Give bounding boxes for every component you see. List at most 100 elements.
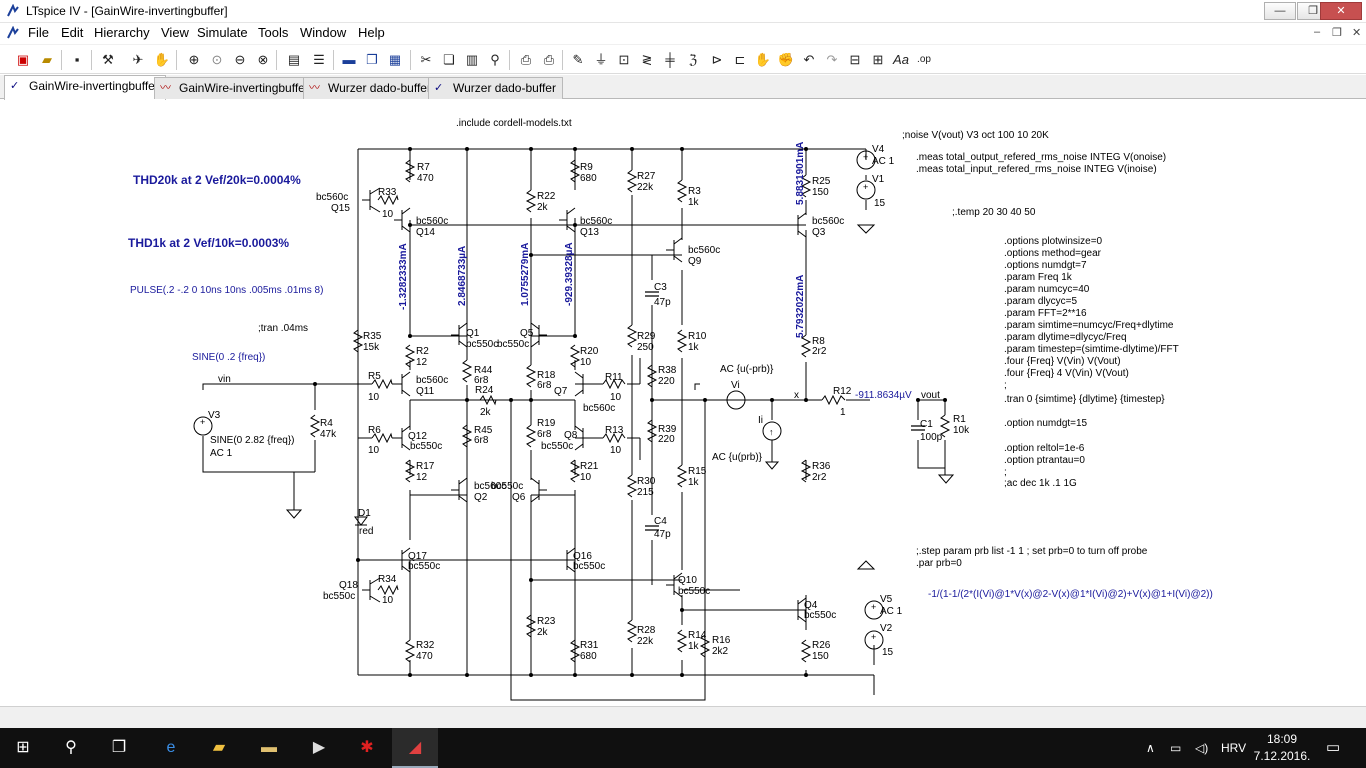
- transistor-name[interactable]: Q6: [512, 492, 526, 503]
- transistor-name[interactable]: Q17: [408, 551, 427, 562]
- resistor-name[interactable]: R36: [812, 461, 831, 472]
- mdi-minimize-button[interactable]: –: [1314, 26, 1321, 38]
- v5-ac[interactable]: AC 1: [880, 606, 903, 617]
- meas-output-noise[interactable]: .meas total_output_refered_rms_noise INT…: [916, 152, 1166, 163]
- resistor-name[interactable]: R9: [580, 162, 593, 173]
- resistor-value[interactable]: 250: [637, 342, 654, 353]
- resistor-value[interactable]: 1k: [688, 342, 700, 353]
- pencil-icon[interactable]: ✎: [572, 52, 584, 67]
- volume-icon[interactable]: ◁): [1195, 741, 1209, 755]
- resistor-value[interactable]: 1k: [688, 477, 700, 488]
- resistor-name[interactable]: R14: [688, 630, 707, 641]
- resistor-name[interactable]: R24: [475, 385, 494, 396]
- menu-help[interactable]: Help: [358, 25, 385, 40]
- redo-icon[interactable]: ↷: [826, 52, 838, 67]
- find-icon[interactable]: ⚲: [490, 52, 500, 67]
- document-icon[interactable]: [6, 26, 20, 40]
- transistor-model[interactable]: bc560c: [416, 216, 448, 227]
- resistor-value[interactable]: 220: [658, 434, 675, 445]
- resistor-value[interactable]: 1k: [688, 641, 700, 652]
- capacitor-name[interactable]: C1: [920, 419, 933, 430]
- text-icon[interactable]: Aa: [893, 52, 909, 67]
- transistor-model[interactable]: bc550c: [573, 561, 605, 572]
- resistor-value[interactable]: 10: [580, 472, 592, 483]
- file-explorer-icon[interactable]: ▰: [212, 739, 226, 756]
- temp-directive[interactable]: ;.temp 20 30 40 50: [952, 207, 1036, 218]
- schematic-canvas[interactable]: +++ ++− ↑ .include cordell-models.txt: [0, 100, 1366, 706]
- transistor-model[interactable]: bc550c: [410, 441, 442, 452]
- resistor-value[interactable]: 22k: [637, 636, 654, 647]
- capacitor-value[interactable]: 47p: [654, 529, 671, 540]
- resistor-name[interactable]: R7: [417, 162, 430, 173]
- resistor-name[interactable]: R6: [368, 425, 381, 436]
- control-panel-icon[interactable]: ⚒: [102, 52, 114, 67]
- new-schematic-icon[interactable]: ▣: [16, 52, 30, 67]
- transistor-name[interactable]: Q5: [520, 328, 534, 339]
- resistor-value[interactable]: 2r2: [812, 472, 827, 483]
- transistor-name[interactable]: Q16: [573, 551, 592, 562]
- v3-ac[interactable]: AC 1: [210, 448, 233, 459]
- resistor-name[interactable]: R5: [368, 371, 381, 382]
- resistor-name[interactable]: R30: [637, 476, 656, 487]
- resistor-name[interactable]: R15: [688, 466, 707, 477]
- resistor-name[interactable]: R45: [474, 425, 493, 436]
- include-directive[interactable]: .include cordell-models.txt: [456, 118, 572, 129]
- meas-input-noise[interactable]: .meas total_input_refered_rms_noise INTE…: [916, 164, 1157, 175]
- transistor-name[interactable]: Q11: [416, 386, 435, 397]
- resistor-value[interactable]: 47k: [320, 429, 337, 440]
- v3-name[interactable]: V3: [208, 410, 221, 421]
- zoom-pan-icon[interactable]: ⊙: [211, 52, 223, 67]
- move-icon[interactable]: ✋: [754, 52, 772, 67]
- menu-edit[interactable]: Edit: [61, 25, 84, 40]
- transistor-name[interactable]: Q18: [339, 580, 358, 591]
- v2-name[interactable]: V2: [880, 623, 893, 634]
- clock[interactable]: 18:09 7.12.2016.: [1252, 731, 1312, 765]
- label-icon[interactable]: ⊡: [618, 52, 630, 67]
- resistor-value[interactable]: 150: [812, 187, 829, 198]
- vin-net-label[interactable]: vin: [218, 374, 231, 385]
- resistor-value[interactable]: 2k2: [712, 646, 729, 657]
- resistor-value[interactable]: 10: [610, 392, 622, 403]
- resistor-value[interactable]: 470: [417, 173, 434, 184]
- transistor-model[interactable]: bc550c: [497, 339, 529, 350]
- menu-window[interactable]: Window: [300, 25, 347, 40]
- save-icon[interactable]: ▪: [74, 52, 80, 67]
- resistor-value[interactable]: 220: [658, 376, 675, 387]
- cascade-icon[interactable]: ❐: [366, 52, 378, 67]
- resistor-icon[interactable]: ≷: [641, 52, 653, 67]
- search-icon[interactable]: ⚲: [65, 739, 77, 756]
- resistor-value[interactable]: 6r8: [537, 429, 552, 440]
- schematic-drawing[interactable]: +++ ++− ↑ .include cordell-models.txt: [0, 100, 1366, 706]
- app-red-icon[interactable]: ✱: [360, 739, 374, 756]
- resistor-value[interactable]: 12: [416, 357, 428, 368]
- transistor-model[interactable]: bc550c: [804, 610, 836, 621]
- resistor-value[interactable]: 10: [368, 445, 380, 456]
- resistor-name[interactable]: R22: [537, 191, 556, 202]
- thd20k-comment[interactable]: THD20k at 2 Vef/20k=0.0004%: [133, 173, 301, 187]
- menu-view[interactable]: View: [161, 25, 189, 40]
- minimize-button[interactable]: —: [1264, 2, 1296, 20]
- resistor-name[interactable]: R31: [580, 640, 599, 651]
- resistor-name[interactable]: R39: [658, 424, 677, 435]
- transistor-name[interactable]: Q10: [678, 575, 697, 586]
- transistor-name[interactable]: Q9: [688, 256, 702, 267]
- thd1k-comment[interactable]: THD1k at 2 Vef/10k=0.0003%: [128, 236, 289, 250]
- folder-icon[interactable]: ▬: [261, 739, 277, 756]
- resistor-name[interactable]: R34: [378, 574, 397, 585]
- tab-schematic-gainwire[interactable]: ✓ GainWire-invertingbuffer: [4, 75, 166, 100]
- task-view-icon[interactable]: ❐: [111, 739, 127, 756]
- transistor-model[interactable]: bc560c: [583, 403, 615, 414]
- tab-schematic-wurzer[interactable]: ✓ Wurzer dado-buffer: [428, 77, 563, 99]
- transistor-model[interactable]: bc550c: [466, 339, 498, 350]
- resistor-name[interactable]: R3: [688, 186, 701, 197]
- resistor-value[interactable]: 680: [580, 651, 597, 662]
- resistor-value[interactable]: 15k: [363, 342, 380, 353]
- options-directive[interactable]: .options plotwinsize=0 .options method=g…: [1004, 236, 1179, 489]
- tile-horizontal-icon[interactable]: ☰: [313, 52, 325, 67]
- run-icon[interactable]: ✈: [132, 52, 144, 67]
- par-directive[interactable]: .par prb=0: [916, 558, 962, 569]
- mirror-icon[interactable]: ⊞: [872, 52, 884, 67]
- ltspice-icon[interactable]: ◢: [392, 728, 438, 768]
- transistor-model[interactable]: bc560c: [316, 192, 348, 203]
- menu-file[interactable]: File: [28, 25, 49, 40]
